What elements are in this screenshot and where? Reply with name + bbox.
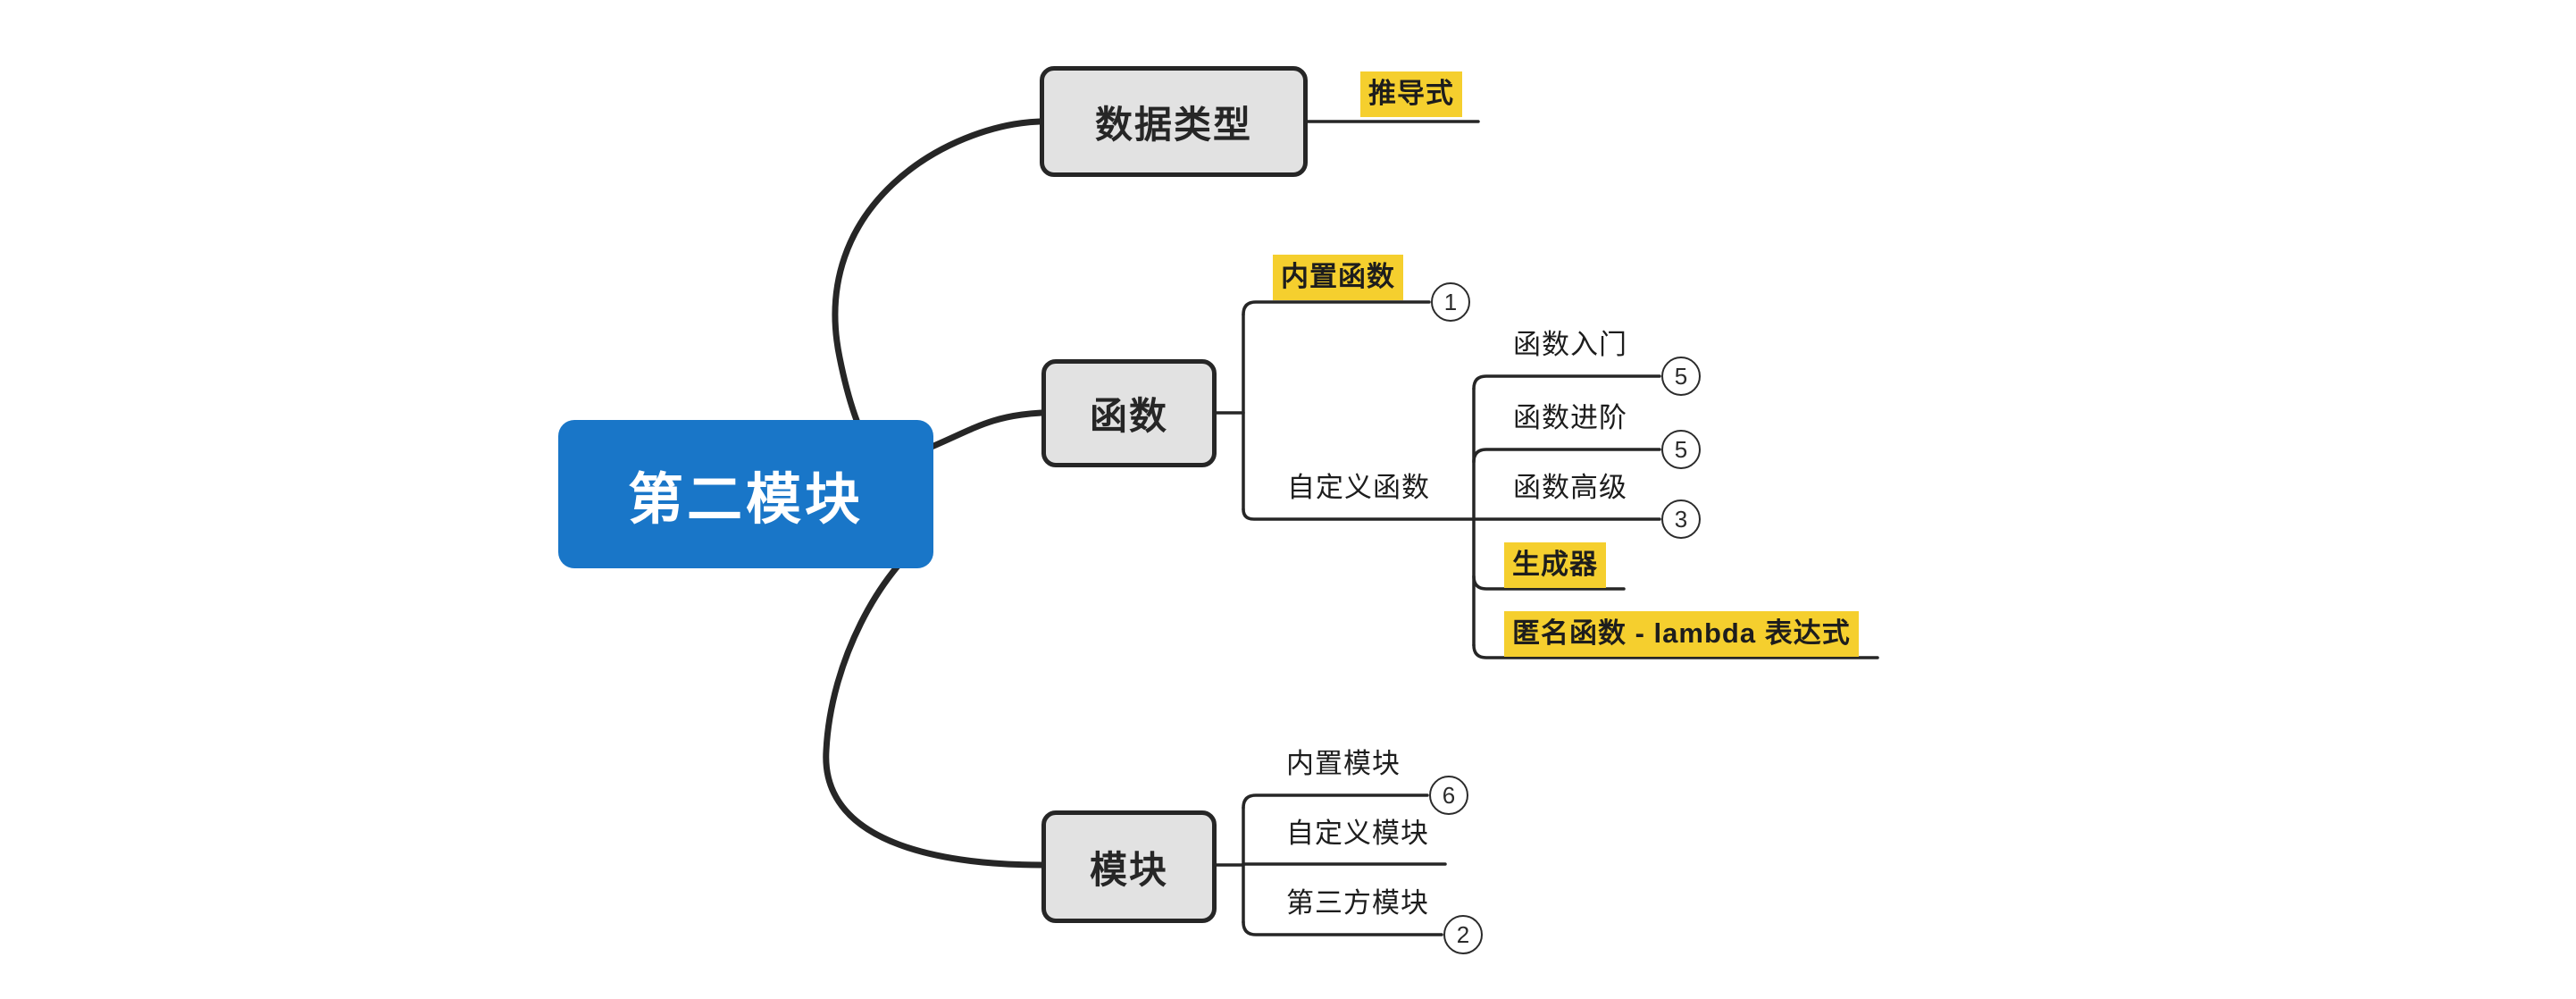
edge-subleaf-intro (1472, 374, 1661, 390)
edge-root-to-function (928, 409, 1045, 450)
leaf-function-expert[interactable]: 函数高级 (1513, 472, 1627, 503)
leaf-builtin-module[interactable]: 内置模块 (1286, 748, 1401, 779)
badge-function-expert: 3 (1661, 500, 1701, 539)
leaf-custom-function[interactable]: 自定义函数 (1287, 472, 1430, 503)
leaf-function-advanced[interactable]: 函数进阶 (1513, 402, 1627, 433)
branch-node-module[interactable]: 模块 (1041, 810, 1217, 923)
badge-function-advanced: 5 (1661, 430, 1701, 469)
branch-node-function[interactable]: 函数 (1041, 359, 1217, 467)
badge-builtin-module: 6 (1429, 776, 1468, 815)
leaf-custom-module[interactable]: 自定义模块 (1286, 818, 1429, 849)
root-node[interactable]: 第二模块 (558, 420, 933, 568)
edge-module-builtin (1242, 793, 1429, 810)
leaf-generator[interactable]: 生成器 (1504, 542, 1606, 588)
leaf-thirdparty-module[interactable]: 第三方模块 (1286, 887, 1429, 919)
edge-function-builtin (1242, 300, 1431, 316)
leaf-builtin-function[interactable]: 内置函数 (1273, 255, 1403, 300)
badge-thirdparty-module: 2 (1443, 915, 1483, 954)
badge-function-intro: 5 (1661, 357, 1701, 396)
badge-builtin-function: 1 (1431, 282, 1470, 322)
edge-function-custom (1242, 508, 1476, 521)
leaf-derivation[interactable]: 推导式 (1360, 71, 1462, 117)
leaf-function-intro[interactable]: 函数入门 (1513, 329, 1627, 360)
edge-root-to-module (823, 533, 1045, 869)
edge-subleaf-advanced (1472, 448, 1661, 464)
branch-node-datatype[interactable]: 数据类型 (1040, 66, 1308, 177)
edge-module-thirdparty (1242, 920, 1443, 936)
leaf-lambda-expression[interactable]: 匿名函数 - lambda 表达式 (1504, 611, 1859, 657)
